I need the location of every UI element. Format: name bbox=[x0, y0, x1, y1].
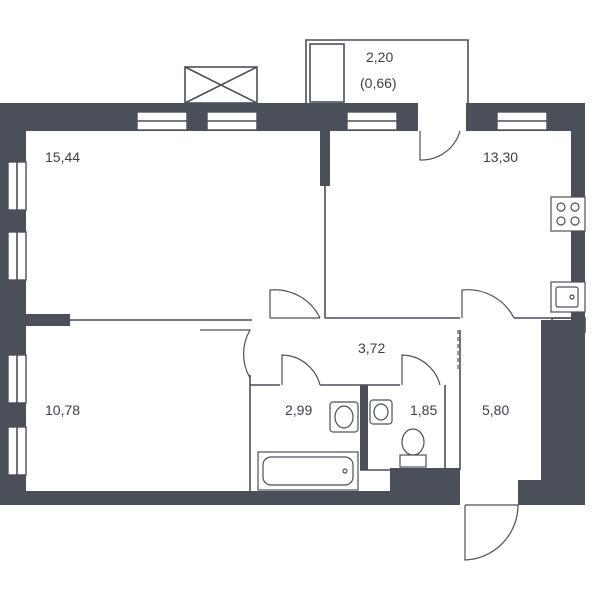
toilet-washbasin-icon bbox=[369, 399, 393, 425]
toilet-icon bbox=[399, 428, 427, 468]
balcony-area-reduced: (0,66) bbox=[360, 75, 397, 91]
washbasin-icon bbox=[329, 401, 359, 433]
stove-icon bbox=[550, 196, 586, 232]
living-room-area: 15,44 bbox=[45, 149, 80, 165]
bathroom-area: 2,99 bbox=[285, 402, 312, 418]
doors bbox=[200, 130, 519, 561]
kitchen-area: 13,30 bbox=[483, 149, 518, 165]
interior-walls bbox=[26, 131, 586, 491]
hall-area: 3,72 bbox=[358, 340, 385, 356]
toilet-area: 1,85 bbox=[410, 402, 437, 418]
windows-top bbox=[136, 103, 548, 131]
bedroom-area: 10,78 bbox=[45, 402, 80, 418]
balcony-area: 2,20 bbox=[366, 49, 393, 65]
kitchen-sink-icon bbox=[550, 281, 586, 313]
corridor-area: 5,80 bbox=[482, 402, 509, 418]
balcony bbox=[305, 39, 469, 103]
bathtub-icon bbox=[257, 451, 359, 491]
vent-box-icon bbox=[184, 66, 258, 104]
exterior-walls bbox=[0, 103, 585, 505]
windows-left bbox=[7, 161, 27, 476]
